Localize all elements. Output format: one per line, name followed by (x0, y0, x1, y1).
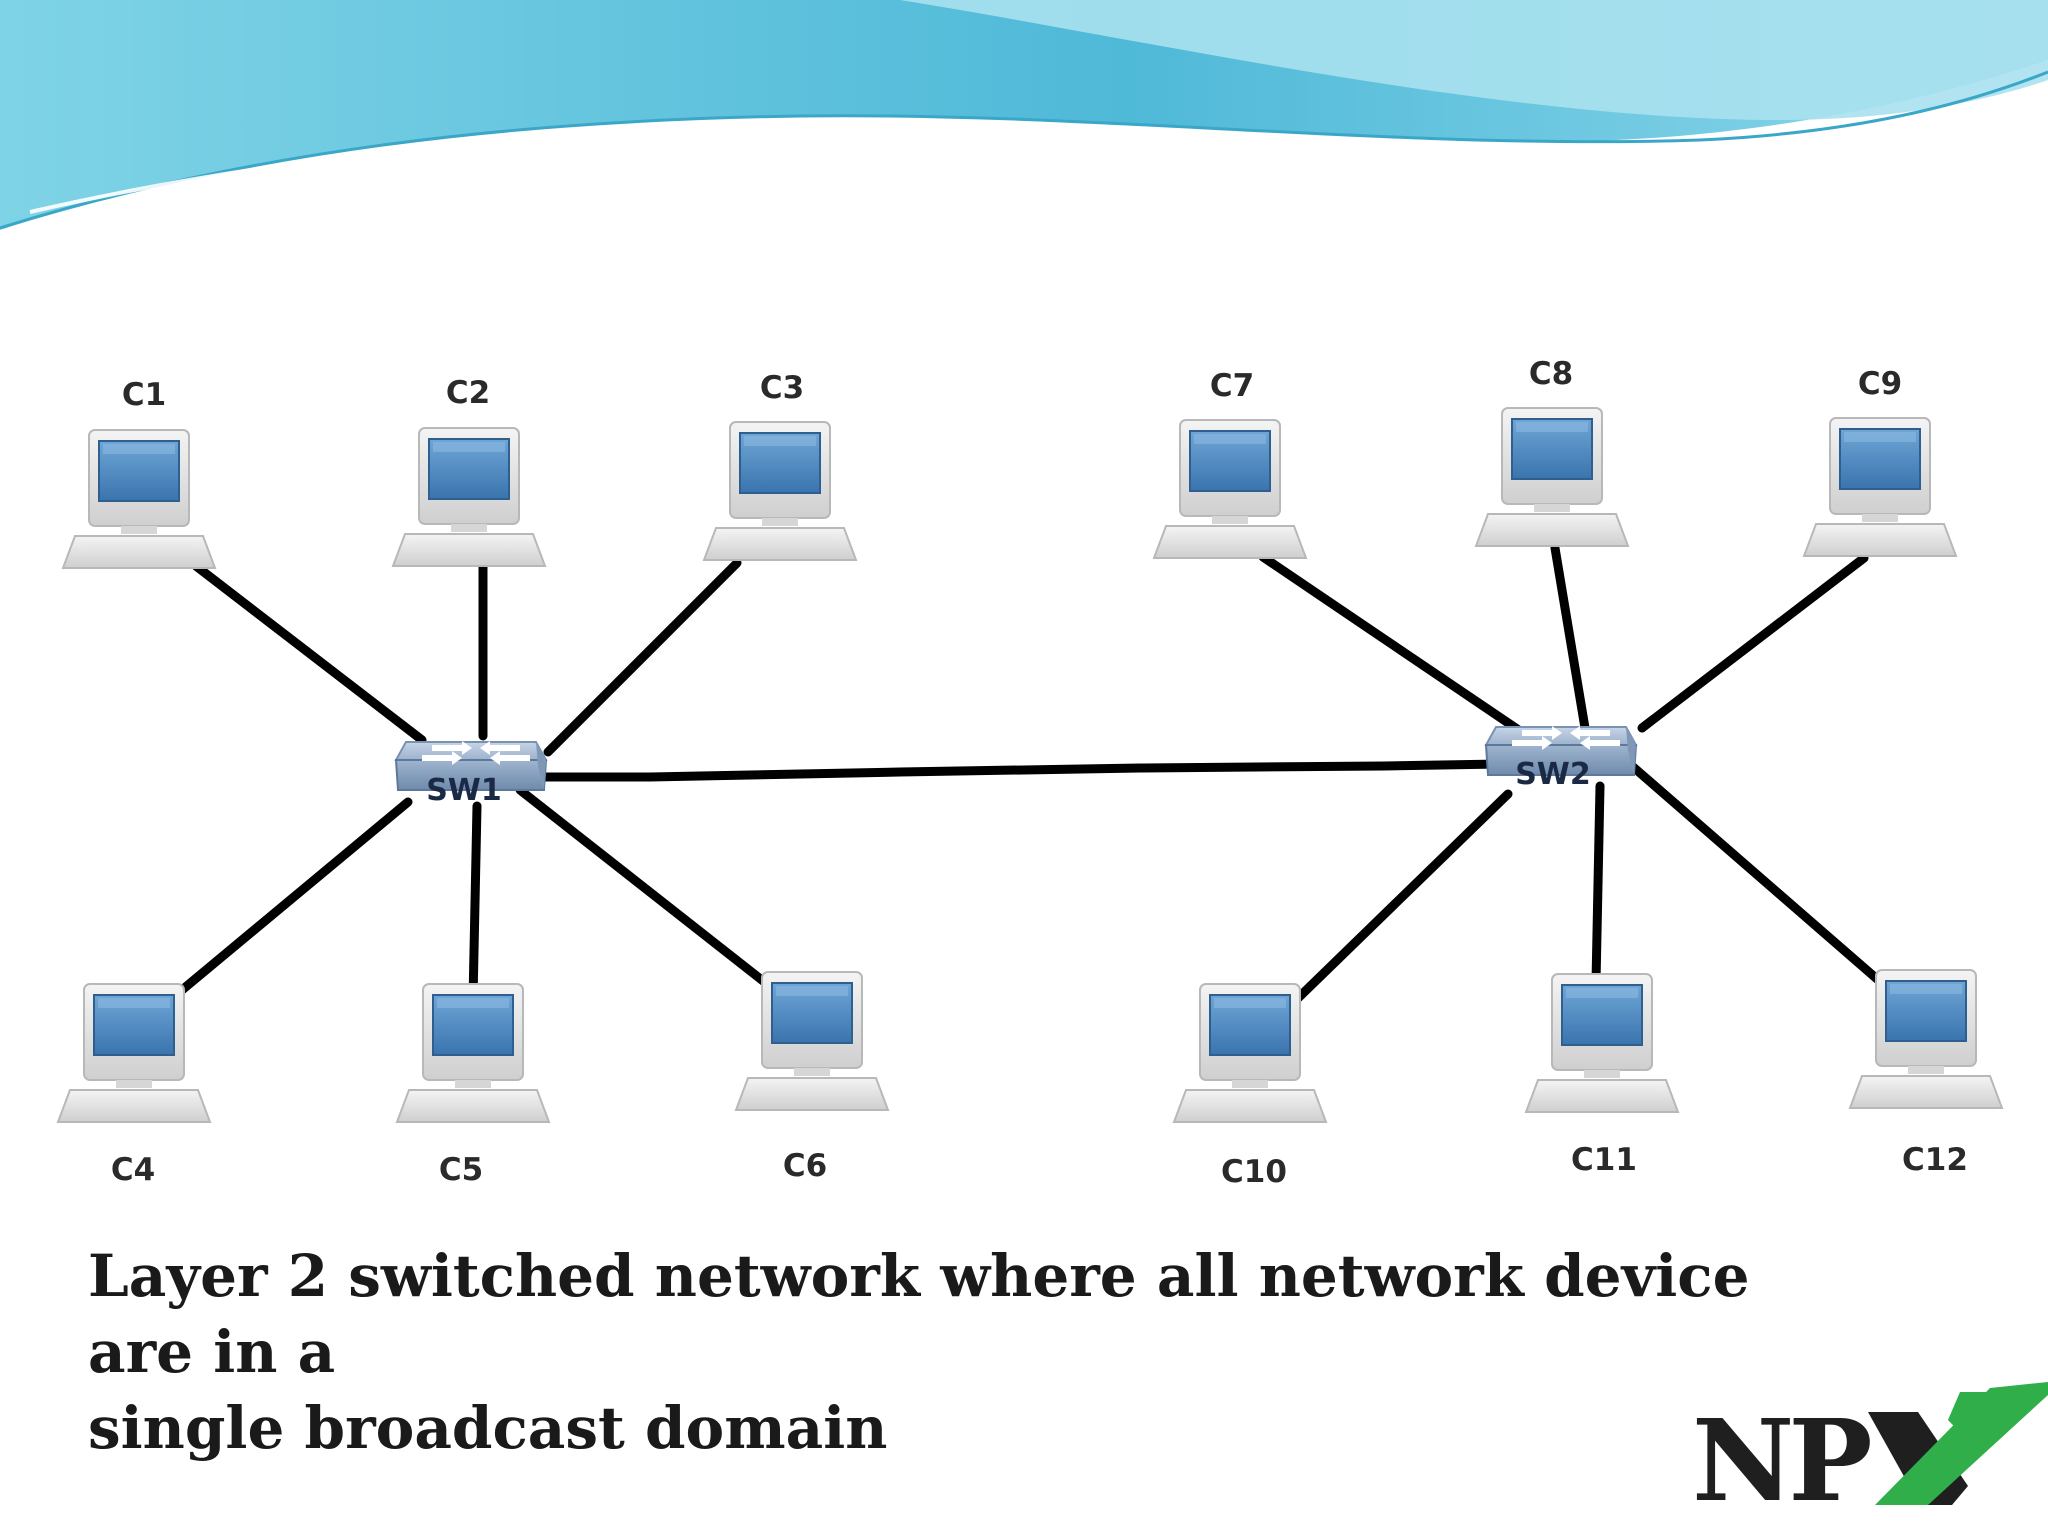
caption-line-1: Layer 2 switched network where all netwo… (88, 1242, 1750, 1386)
laptop-icon (396, 983, 550, 1123)
node-label: C3 (760, 370, 804, 406)
link-c4-sw1 (165, 797, 413, 1005)
link-sw1-sw2 (527, 759, 1505, 782)
computer-c5[interactable]: C5 (396, 983, 550, 1188)
node-label: C8 (1529, 356, 1573, 392)
switch-sw2[interactable]: SW2 (1485, 725, 1637, 792)
switch-label: SW1 (426, 773, 502, 808)
link-layer (165, 543, 1882, 1008)
computer-c11[interactable]: C11 (1525, 973, 1679, 1178)
node-label: C5 (439, 1152, 483, 1188)
link-c5-sw1 (468, 801, 482, 1005)
laptop-icon (1153, 419, 1307, 559)
switch-sw1[interactable]: SW1 (395, 740, 547, 808)
switch-label: SW2 (1515, 757, 1591, 792)
link-c8-sw2 (1550, 543, 1590, 733)
header-wave (0, 0, 2048, 230)
caption-line-2: single broadcast domain (88, 1394, 888, 1462)
link-c7-sw2 (1258, 552, 1531, 740)
laptop-icon (1173, 983, 1327, 1123)
node-label: C4 (111, 1152, 155, 1188)
link-c12-sw2 (1627, 761, 1882, 984)
laptop-icon (703, 421, 857, 561)
laptop-icon (57, 983, 211, 1123)
link-c3-sw1 (543, 558, 742, 757)
laptop-icon (1803, 417, 1957, 557)
laptop-icon (1525, 973, 1679, 1113)
slide-caption: Layer 2 switched network where all netwo… (88, 1238, 1848, 1466)
laptop-icon (1849, 969, 2003, 1109)
node-label: C11 (1571, 1142, 1637, 1178)
computer-c6[interactable]: C6 (735, 971, 889, 1184)
link-c9-sw2 (1637, 553, 1869, 733)
link-c11-sw2 (1591, 781, 1605, 987)
link-c1-sw1 (191, 561, 427, 745)
laptop-icon (392, 427, 546, 567)
node-label: C6 (783, 1148, 827, 1184)
computer-c1[interactable]: C1 (62, 377, 216, 569)
node-label: C7 (1210, 368, 1254, 404)
node-label: C2 (446, 375, 490, 411)
computer-c9[interactable]: C9 (1803, 366, 1957, 557)
node-label: C9 (1858, 366, 1902, 402)
computer-c4[interactable]: C4 (57, 983, 211, 1188)
computer-c10[interactable]: C10 (1173, 983, 1327, 1190)
svg-text:NP: NP (1692, 1396, 1870, 1527)
node-label: C1 (122, 377, 166, 413)
laptop-icon (62, 429, 216, 569)
laptop-icon (1475, 407, 1629, 547)
computer-c12[interactable]: C12 (1849, 969, 2003, 1178)
computer-c3[interactable]: C3 (703, 370, 857, 561)
node-label: C10 (1221, 1154, 1287, 1190)
computer-c8[interactable]: C8 (1475, 356, 1629, 547)
link-c6-sw1 (515, 785, 777, 993)
computer-c7[interactable]: C7 (1153, 368, 1307, 559)
link-c10-sw2 (1288, 789, 1513, 1008)
node-label: C12 (1902, 1142, 1968, 1178)
npx-logo: NP (1692, 1382, 2048, 1527)
computer-c2[interactable]: C2 (392, 375, 546, 567)
laptop-icon (735, 971, 889, 1111)
